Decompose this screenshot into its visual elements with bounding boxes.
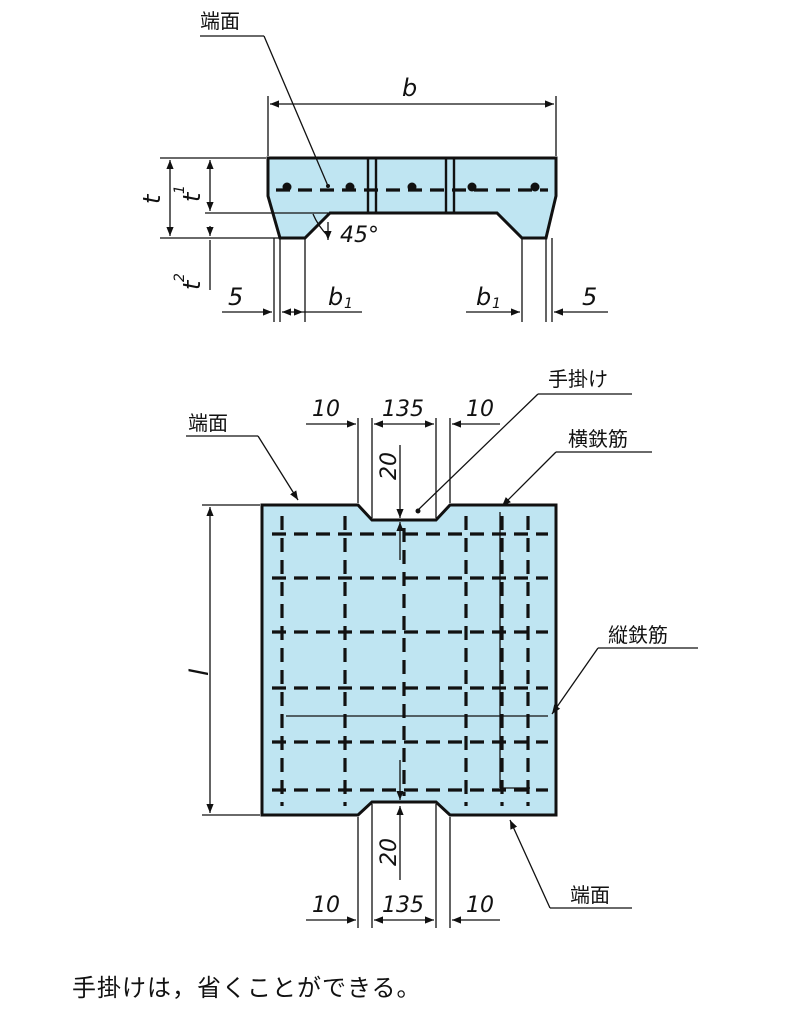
dim-t-label: t	[138, 193, 166, 204]
leader-dot	[415, 508, 421, 514]
end-face-label-bottom: 端面	[570, 883, 610, 907]
dim-5-left-label: 5	[228, 283, 243, 311]
bottom-dim-10-left: 10	[312, 893, 340, 918]
dim-l-label: l	[185, 668, 215, 676]
slab-plan-body	[260, 503, 558, 817]
dim-5-right-label: 5	[582, 283, 597, 311]
angle-label: 45°	[340, 223, 379, 248]
dim-b1-left-label: b	[328, 283, 343, 311]
dim-b-label: b	[402, 74, 417, 102]
leader-line	[257, 435, 299, 501]
leader-line	[501, 451, 557, 507]
top-dim-10-left: 10	[312, 397, 340, 422]
bottom-dim-10-right: 10	[466, 893, 494, 918]
dim-t2-sub: 2	[172, 273, 188, 282]
cross-section-body	[266, 156, 558, 240]
dim-b1-right-label: b	[476, 283, 491, 311]
rebar-dot	[282, 182, 292, 192]
longitudinal-bar-label: 縦鉄筋	[608, 623, 668, 647]
dim-b1-left-sub: 1	[344, 296, 353, 312]
leader-line	[551, 647, 599, 715]
cross-section-view: 端面 b t t 1 t 2 45°	[138, 9, 608, 322]
bottom-dim-20: 20	[377, 838, 402, 866]
rebar-dot	[345, 182, 355, 192]
bottom-dim-135: 135	[382, 893, 424, 918]
end-face-label-top: 端面	[200, 9, 240, 33]
top-dim-10-right: 10	[466, 397, 494, 422]
handle-label: 手掛け	[548, 367, 608, 391]
leader-line	[509, 819, 551, 909]
rebar-dot	[530, 182, 540, 192]
dim-t1-sub: 1	[172, 185, 188, 194]
dim-t1-label: t	[178, 191, 206, 202]
transverse-bar-label: 横鉄筋	[568, 427, 628, 451]
dim-t2-label: t	[178, 279, 206, 290]
footnote: 手掛けは，省くことができる。	[72, 974, 422, 1002]
top-dim-135: 135	[382, 397, 424, 422]
top-dim-20: 20	[377, 452, 402, 480]
end-face-label-top-plan: 端面	[188, 411, 228, 435]
leader-line	[417, 393, 539, 511]
leader-line	[263, 35, 329, 187]
dim-b1-right-sub: 1	[492, 296, 501, 312]
longitudinal-bars	[280, 516, 530, 806]
rebar-dot	[467, 182, 477, 192]
rebar-dot	[407, 182, 417, 192]
plan-view: l 10 135 10 20 10 135 10 20 端面	[185, 367, 698, 928]
slab-drawing: 端面 b t t 1 t 2 45°	[138, 9, 698, 928]
